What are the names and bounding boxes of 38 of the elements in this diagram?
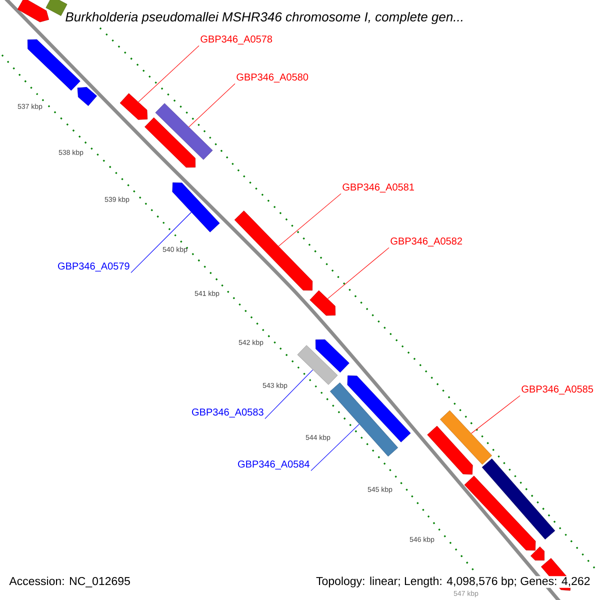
leader-line: [471, 395, 520, 434]
gene-label: GBP346_A0582: [390, 238, 462, 246]
leader-line: [327, 247, 390, 299]
gene-label: GBP346_A0579: [58, 262, 130, 272]
accession-text: Accession: NC_012695: [9, 576, 130, 588]
gene-feature: [464, 476, 536, 551]
leader-line: [188, 83, 236, 128]
gene-feature: [172, 182, 220, 232]
leader-line: [264, 370, 314, 419]
gene-feature: [155, 103, 213, 160]
gene-feature: [17, 0, 49, 22]
gene-feature: [77, 87, 97, 106]
gene-feature: [330, 382, 398, 457]
gene-label: GBP346_A0583: [192, 408, 264, 418]
gene-label: GBP346_A0584: [238, 460, 310, 470]
gene-label: GBP346_A0581: [342, 184, 414, 192]
gene-feature: [297, 345, 338, 385]
gene-feature: [234, 210, 313, 291]
gene-feature: [530, 546, 544, 560]
leader-line: [138, 45, 200, 102]
gene-feature: [46, 0, 68, 16]
gene-label: GBP346_A0578: [200, 36, 272, 44]
gene-feature: [310, 290, 336, 316]
genome-info-text: Topology: linear; Length: 4,098,576 bp; Genes: 4,262: [316, 576, 591, 588]
gene-feature: [440, 410, 492, 465]
gene-feature: [427, 426, 473, 475]
gene-feature: [347, 375, 411, 442]
leader-line: [278, 193, 342, 246]
gene-feature: [120, 93, 148, 120]
gene-feature: [27, 39, 80, 91]
leader-line: [310, 424, 360, 471]
gene-label: GBP346_A0580: [236, 74, 308, 82]
gene-feature: [315, 339, 350, 373]
gene-label: GBP346_A0585: [522, 386, 594, 394]
gene-feature: [144, 117, 196, 168]
title: Burkholderia pseudomallei MSHR346 chromosome I, complete gen...: [64, 10, 466, 26]
leader-line: [130, 212, 192, 273]
gene-feature: [482, 458, 556, 540]
